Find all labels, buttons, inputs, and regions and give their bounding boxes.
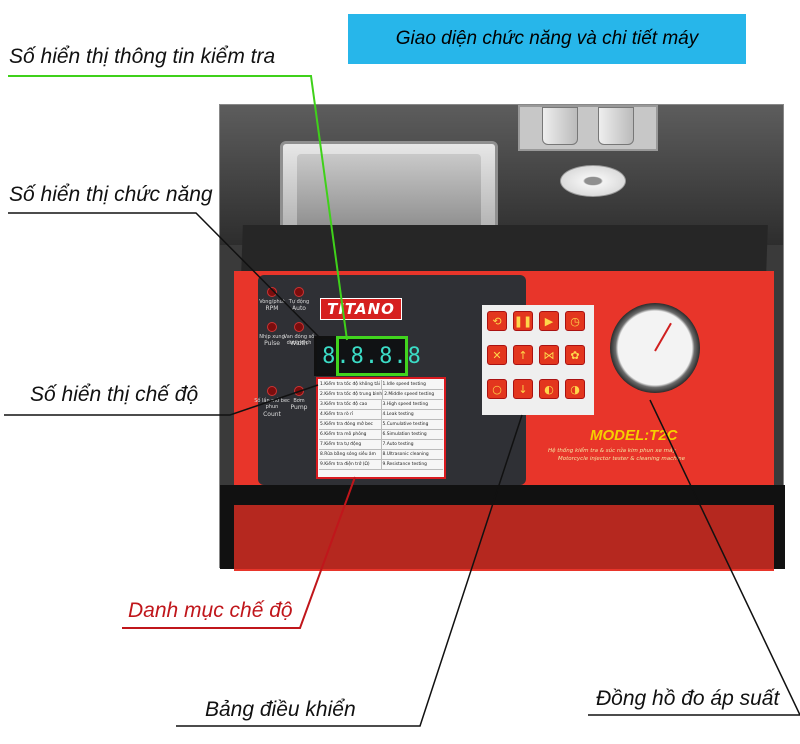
bulb-icon[interactable]: ◐ bbox=[539, 379, 559, 399]
label-width-en: Width bbox=[290, 340, 308, 347]
label-auto-en: Auto bbox=[292, 305, 306, 312]
mode-list-item: 9.Kiểm tra điện trở (Ω) 9.Resistance test… bbox=[319, 460, 443, 470]
pressure-gauge bbox=[610, 303, 700, 393]
machine-lid bbox=[241, 225, 768, 275]
led-pump bbox=[294, 386, 304, 396]
bulb-off-icon[interactable]: ◑ bbox=[565, 379, 585, 399]
mode-label-en: 6.Simulation testing bbox=[380, 430, 444, 439]
mode-label-en: 2.Middle speed testing bbox=[382, 390, 443, 399]
mode-label-vi: 6.Kiểm tra mô phỏng bbox=[320, 432, 367, 437]
model-subtitle-en: Motorcycle injector tester & cleaning ma… bbox=[558, 456, 686, 462]
machine-base-panel bbox=[234, 505, 774, 569]
measuring-tubes bbox=[518, 105, 658, 151]
tube-left bbox=[542, 107, 578, 145]
tube-right bbox=[598, 107, 634, 145]
model-subtitle-vi: Hệ thống kiểm tra & súc rửa kim phun xe … bbox=[548, 448, 676, 454]
led-count bbox=[267, 386, 277, 396]
mode-label-vi: 9.Kiểm tra điện trở (Ω) bbox=[320, 462, 370, 467]
mode-list-item: 4.Kiểm tra rò rỉ 4.Leak testing bbox=[319, 410, 443, 420]
callout-mode-list: Danh mục chế độ bbox=[128, 599, 293, 622]
mode-label-en: 5.Cumulative testing bbox=[380, 420, 444, 429]
gauge-needle bbox=[654, 322, 672, 352]
led-pulse bbox=[267, 322, 277, 332]
mode-label-vi: 5.Kiểm tra đóng mở bec bbox=[320, 422, 373, 427]
mode-label-en: 7.Auto testing bbox=[380, 440, 444, 449]
mode-label-vi: 2.Kiểm tra tốc độ trung bình bbox=[320, 392, 383, 397]
mode-list-item: 6.Kiểm tra mô phỏng 6.Simulation testing bbox=[319, 430, 443, 440]
mode-label-en: 8.Ultrasonic cleaning bbox=[380, 450, 444, 459]
label-count-en: Count bbox=[263, 411, 281, 418]
led-rpm bbox=[267, 287, 277, 297]
power-icon[interactable]: ○ bbox=[487, 379, 507, 399]
tools-icon[interactable]: ✕ bbox=[487, 345, 507, 365]
info-display: 8.8.8.8 bbox=[322, 336, 421, 376]
arrow-up-icon[interactable]: ↑ bbox=[513, 345, 533, 365]
injector-cap bbox=[560, 165, 626, 197]
mode-label-en: 9.Resistance testing bbox=[380, 460, 444, 469]
reset-icon[interactable]: ⟲ bbox=[487, 311, 507, 331]
mode-label-en: 3.High speed testing bbox=[380, 400, 444, 409]
page-title: Giao diện chức năng và chi tiết máy bbox=[348, 14, 746, 64]
spray-icon[interactable]: ✿ bbox=[565, 345, 585, 365]
callout-mode-display: Số hiển thị chế độ bbox=[30, 383, 199, 406]
arrow-down-icon[interactable]: ↓ bbox=[513, 379, 533, 399]
callout-control-panel: Bảng điều khiển bbox=[205, 698, 356, 721]
tank-inner bbox=[297, 154, 481, 234]
mode-label-vi: 3.Kiểm tra tốc độ cao bbox=[320, 402, 368, 407]
brand-logo: TITANO bbox=[320, 298, 402, 320]
callout-info-display: Số hiển thị thông tin kiểm tra bbox=[9, 45, 276, 68]
mode-label-vi: 4.Kiểm tra rò rỉ bbox=[320, 412, 354, 417]
mode-label-vi: 7.Kiểm tra tự động bbox=[320, 442, 362, 447]
mode-list-item: 8.Rửa bằng sóng siêu âm 8.Ultrasonic clea… bbox=[319, 450, 443, 460]
mode-label-en: 1.Idle speed testing bbox=[380, 380, 444, 389]
led-auto bbox=[294, 287, 304, 297]
timer-icon[interactable]: ◷ bbox=[565, 311, 585, 331]
mode-label-vi: 8.Rửa bằng sóng siêu âm bbox=[320, 452, 376, 457]
mode-list-item: 5.Kiểm tra đóng mở bec 5.Cumulative testi… bbox=[319, 420, 443, 430]
mode-list-item: 7.Kiểm tra tự động 7.Auto testing bbox=[319, 440, 443, 450]
label-pump-en: Pump bbox=[290, 404, 308, 411]
play-icon[interactable]: ▶ bbox=[539, 311, 559, 331]
valve-icon[interactable]: ⋈ bbox=[539, 345, 559, 365]
callout-pressure-gauge: Đồng hồ đo áp suất bbox=[596, 687, 780, 710]
mode-list-item: 3.Kiểm tra tốc độ cao 3.High speed testin… bbox=[319, 400, 443, 410]
mode-label-en: 4.Leak testing bbox=[380, 410, 444, 419]
machine-photo: TITANO Vòng/phút RPM Tự động Auto Nhịp x… bbox=[219, 104, 785, 571]
led-width bbox=[294, 322, 304, 332]
label-pulse-en: Pulse bbox=[264, 340, 280, 347]
pause-icon[interactable]: ❚❚ bbox=[513, 311, 533, 331]
mode-label-vi: 1.Kiểm tra tốc độ không tải bbox=[320, 382, 380, 387]
model-name: MODEL:T2C bbox=[590, 427, 678, 444]
callout-function-display: Số hiển thị chức năng bbox=[9, 183, 213, 206]
